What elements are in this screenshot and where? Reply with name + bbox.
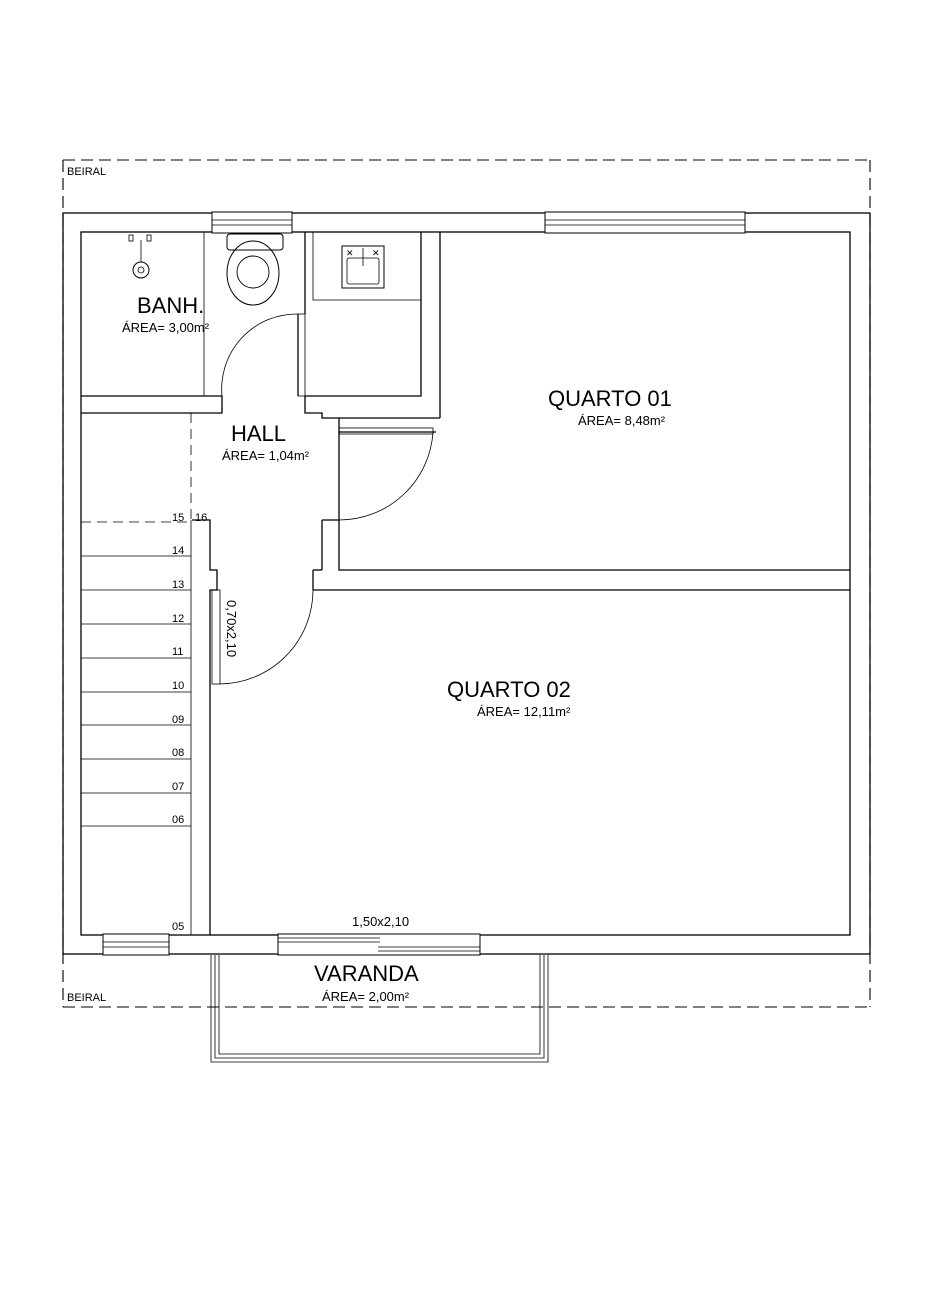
room-name-quarto02: QUARTO 02 xyxy=(447,677,571,702)
step-10: 10 xyxy=(172,680,184,692)
step-15: 15 xyxy=(172,512,184,524)
room-area-quarto02: ÁREA= 12,11m² xyxy=(477,704,571,719)
room-name-varanda: VARANDA xyxy=(314,961,419,986)
room-name-quarto01: QUARTO 01 xyxy=(548,386,672,411)
window-spec-label: 1,50x2,10 xyxy=(352,914,409,929)
door-quarto02 xyxy=(218,589,314,685)
step-06: 06 xyxy=(172,814,184,826)
stairs: 16 15 14 13 12 11 10 09 08 07 06 05 xyxy=(81,512,207,935)
room-area-hall: ÁREA= 1,04m² xyxy=(222,448,310,463)
beiral-top-label: BEIRAL xyxy=(67,166,106,178)
room-area-varanda: ÁREA= 2,00m² xyxy=(322,989,410,1004)
step-14: 14 xyxy=(172,545,184,557)
stair-hall-wall xyxy=(192,519,221,935)
step-16: 16 xyxy=(195,512,207,524)
toilet-icon xyxy=(226,233,284,306)
window-quarto01 xyxy=(544,211,746,234)
step-05: 05 xyxy=(172,921,184,933)
quarto01-walls xyxy=(312,432,850,591)
beiral-bottom-label: BEIRAL xyxy=(67,992,106,1004)
step-09: 09 xyxy=(172,714,184,726)
step-07: 07 xyxy=(172,781,184,793)
step-11: 11 xyxy=(172,646,183,658)
step-13: 13 xyxy=(172,579,184,591)
svg-text:✕: ✕ xyxy=(372,248,380,258)
sink-icon: ✕ ✕ xyxy=(341,245,385,289)
room-name-hall: HALL xyxy=(231,421,286,446)
window-bathroom xyxy=(211,211,293,234)
svg-text:✕: ✕ xyxy=(346,248,354,258)
room-area-quarto01: ÁREA= 8,48m² xyxy=(578,413,666,428)
window-stairs xyxy=(102,933,170,956)
room-name-banh: BANH. xyxy=(137,293,204,318)
step-12: 12 xyxy=(172,613,184,625)
step-08: 08 xyxy=(172,747,184,759)
shower-icon xyxy=(128,234,152,279)
room-area-banh: ÁREA= 3,00m² xyxy=(122,320,210,335)
varanda-railing xyxy=(210,955,549,1063)
door-spec-label: 0,70x2,10 xyxy=(224,600,239,657)
door-varanda xyxy=(277,933,481,956)
door-bathroom xyxy=(221,313,299,397)
door-quarto01 xyxy=(338,427,434,521)
